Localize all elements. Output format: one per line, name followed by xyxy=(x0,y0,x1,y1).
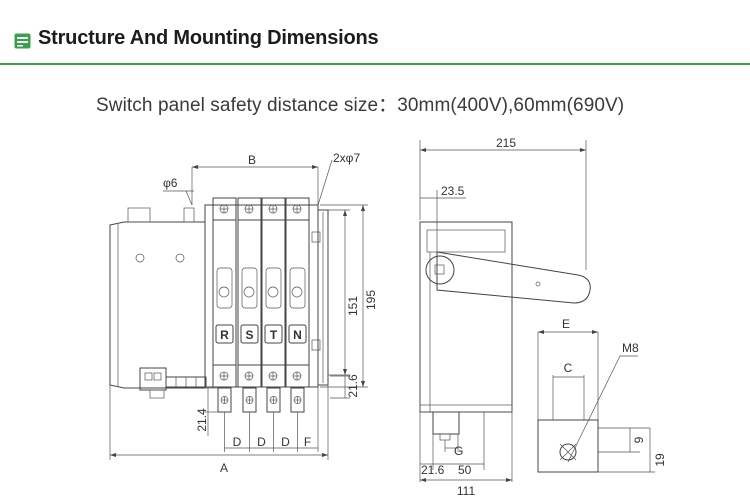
dim-mount-holes: 2xφ7 xyxy=(333,151,360,165)
dim-base-width: 50 xyxy=(458,463,472,477)
dim-slot: G xyxy=(454,444,463,458)
dim-handle-offset: 23.5 xyxy=(441,184,465,198)
dim-height-195: 195 xyxy=(364,290,378,310)
dim-end-gap: F xyxy=(304,435,311,449)
dim-inner-width: C xyxy=(564,361,573,375)
dim-pitch-1: D xyxy=(233,435,242,449)
dim-total-width: 111 xyxy=(457,484,476,498)
dim-height-151: 151 xyxy=(346,296,360,316)
phase-label-S: S xyxy=(245,328,253,342)
dim-pitch-2: D xyxy=(257,435,266,449)
phase-label-T: T xyxy=(270,328,278,342)
phase-label-R: R xyxy=(220,328,229,342)
header-divider xyxy=(0,63,750,65)
dim-outer-width: E xyxy=(562,317,570,331)
section-header: Structure And Mounting Dimensions xyxy=(0,0,750,66)
dim-thread: M8 xyxy=(622,341,639,355)
side-view: 215 23.5 G 21.6 50 111 xyxy=(419,136,591,498)
safety-distance-note: Switch panel safety distance size：30mm(4… xyxy=(96,95,625,116)
pole-group: R S T N xyxy=(212,197,310,413)
dim-bottom-offset: 21.4 xyxy=(195,408,209,432)
dim-B: B xyxy=(248,153,256,167)
dim-terminal-offset: 21.6 xyxy=(346,374,360,398)
page-title: Structure And Mounting Dimensions xyxy=(38,27,379,49)
dim-A: A xyxy=(220,461,228,475)
hole-detail: E C M8 9 19 xyxy=(537,317,667,473)
phase-label-N: N xyxy=(293,328,302,342)
dim-overall-depth: 215 xyxy=(496,136,516,150)
dim-hole-dia: φ6 xyxy=(163,176,178,190)
dim-pitch-3: D xyxy=(281,435,290,449)
panel-icon xyxy=(14,33,31,49)
dim-small-height: 9 xyxy=(632,436,646,443)
front-view: B φ6 2xφ7 xyxy=(109,151,378,475)
dim-height: 19 xyxy=(653,453,667,467)
dim-base-offset: 21.6 xyxy=(421,463,445,477)
